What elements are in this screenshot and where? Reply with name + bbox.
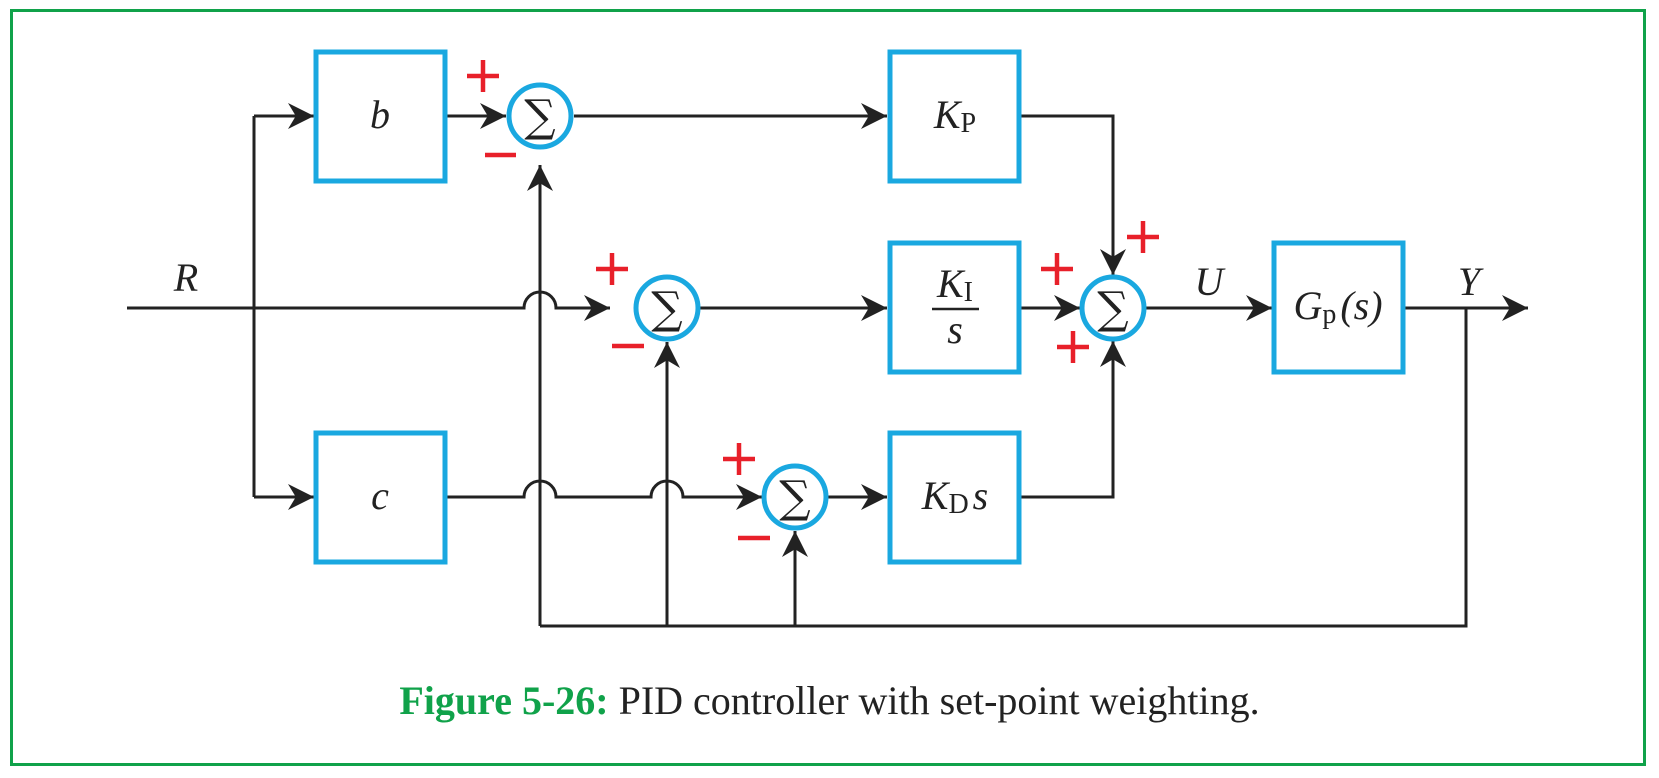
block-kd-sub: D xyxy=(948,489,968,520)
block-kp-sub: P xyxy=(961,108,977,139)
block-kp-base: K xyxy=(933,92,963,137)
caption-label: Figure 5-26: xyxy=(399,678,609,723)
sum-p-symbol: ∑ xyxy=(524,91,555,142)
sum-d: ∑ xyxy=(761,463,829,531)
sign-plus xyxy=(1057,331,1089,363)
block-gp-tail: (s) xyxy=(1340,283,1382,328)
block-gp: Gp(s) xyxy=(1271,240,1406,375)
block-kd-base: K xyxy=(921,473,951,518)
svg-text:KDs: KDs xyxy=(921,473,989,520)
svg-text:KP: KP xyxy=(933,92,976,139)
block-ki-sub: I xyxy=(964,277,973,308)
signal-y-label: Y xyxy=(1458,259,1484,304)
svg-text:KI: KI xyxy=(936,261,973,308)
sign-plus xyxy=(1127,221,1159,253)
sum-p: ∑ xyxy=(506,82,574,150)
block-ki: KI s xyxy=(887,240,1022,375)
wire-feedback xyxy=(540,308,1468,628)
caption-text: PID controller with set-point weighting. xyxy=(608,678,1260,723)
sum-i: ∑ xyxy=(633,274,701,342)
sign-plus xyxy=(1041,253,1073,285)
sum-i-symbol: ∑ xyxy=(651,283,682,334)
wire-r-to-sum-i xyxy=(127,290,610,321)
block-gp-sub: p xyxy=(1322,299,1336,330)
wire-kd-to-sum-out xyxy=(1019,341,1126,499)
sign-plus xyxy=(596,253,628,285)
wire-c-to-sum-d xyxy=(444,479,762,510)
sum-out-symbol: ∑ xyxy=(1097,283,1128,334)
block-b: b xyxy=(313,49,448,184)
signal-r-label: R xyxy=(173,255,198,300)
block-c: c xyxy=(313,430,448,565)
signal-u-label: U xyxy=(1195,259,1227,304)
signs xyxy=(467,60,1159,541)
figure-caption: Figure 5-26: PID controller with set-poi… xyxy=(0,681,1659,721)
block-ki-base: K xyxy=(936,261,966,306)
sum-d-symbol: ∑ xyxy=(779,472,810,523)
block-c-label: c xyxy=(371,473,389,518)
block-kp: KP xyxy=(887,49,1022,184)
wire-kp-to-sum-out xyxy=(1019,114,1126,275)
figure-frame xyxy=(10,9,1646,766)
wires xyxy=(127,103,1528,628)
sign-plus xyxy=(723,443,755,475)
block-kd-tail: s xyxy=(973,473,989,518)
block-ki-den: s xyxy=(947,307,963,352)
sum-out: ∑ xyxy=(1079,274,1147,342)
svg-text:Gp(s): Gp(s) xyxy=(1293,283,1382,330)
block-gp-base: G xyxy=(1293,283,1322,328)
block-b-label: b xyxy=(370,92,390,137)
sign-plus xyxy=(467,60,499,92)
